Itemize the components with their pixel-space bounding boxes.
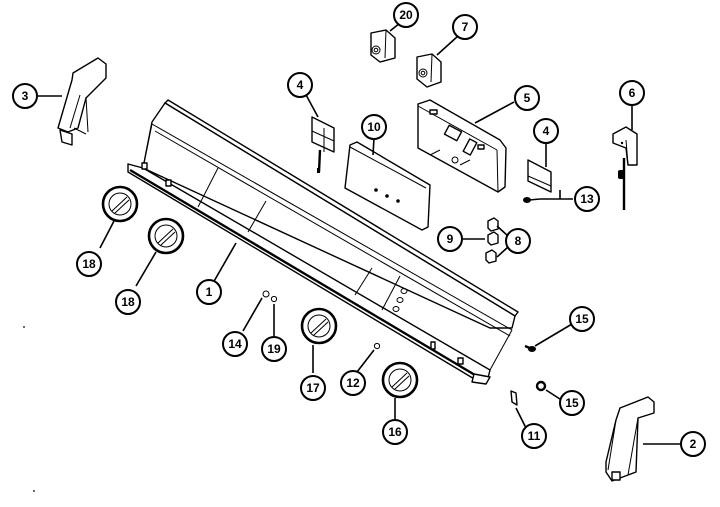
cubes-8-9-part	[485, 217, 499, 264]
speck	[33, 490, 35, 492]
knob-16-part	[381, 361, 419, 399]
callout-2: 2	[680, 431, 706, 457]
callout-6: 6	[619, 80, 645, 106]
callout-20: 20	[393, 2, 419, 28]
bracket-4-right-part	[527, 159, 552, 193]
callout-5: 5	[514, 85, 540, 111]
callout-12: 12	[340, 370, 366, 396]
callout-14: 14	[222, 331, 248, 357]
callout-18-lower: 18	[115, 289, 141, 315]
switch-20-part	[370, 29, 396, 63]
control-module-part	[417, 99, 507, 193]
callout-label: 16	[388, 425, 402, 439]
callout-label: 18	[82, 257, 96, 271]
callout-7: 7	[452, 14, 478, 40]
small-part-19	[270, 295, 278, 303]
screw-15-upper-part	[524, 344, 536, 352]
callout-15-lower: 15	[559, 390, 585, 416]
callout-label: 13	[580, 192, 594, 206]
callout-3: 3	[12, 83, 38, 109]
left-end-cap-part	[57, 57, 107, 146]
callout-label: 9	[447, 232, 454, 246]
callout-16: 16	[382, 419, 408, 445]
bracket-6-part	[612, 126, 638, 210]
callout-label: 20	[399, 8, 413, 22]
speck	[23, 326, 25, 328]
knob-18-upper-part	[101, 185, 139, 223]
small-part-14	[262, 290, 270, 298]
callout-10: 10	[361, 114, 387, 140]
callout-4-right: 4	[533, 118, 559, 144]
callout-label: 4	[297, 78, 304, 92]
callout-19: 19	[261, 336, 287, 362]
callout-label: 17	[306, 381, 320, 395]
knob-17-part	[300, 307, 338, 345]
callout-label: 12	[346, 376, 360, 390]
callout-label: 3	[22, 89, 29, 103]
callout-15-upper: 15	[569, 306, 595, 332]
callout-1: 1	[196, 279, 222, 305]
right-end-cap-part	[605, 396, 655, 482]
callout-13: 13	[574, 186, 600, 212]
small-part-12	[373, 342, 381, 350]
knob-18-lower-part	[147, 217, 185, 255]
control-panel-part	[127, 99, 519, 385]
callout-label: 15	[565, 396, 579, 410]
bracket-4-left-part	[311, 116, 335, 173]
callout-8: 8	[505, 228, 531, 254]
switch-7-part	[416, 53, 442, 88]
leader-lines	[38, 22, 682, 445]
callout-18-upper: 18	[76, 251, 102, 277]
callout-11: 11	[521, 423, 547, 449]
screw-13-part	[523, 197, 541, 203]
lens-panel-part	[344, 141, 431, 231]
callout-4-left: 4	[287, 72, 313, 98]
clip-11-part	[510, 390, 518, 406]
screw-15-lower-part	[535, 380, 547, 392]
callout-label: 8	[515, 234, 522, 248]
callout-label: 2	[690, 437, 697, 451]
callout-label: 19	[267, 342, 281, 356]
callout-label: 10	[367, 120, 381, 134]
callout-label: 14	[228, 337, 242, 351]
callout-label: 6	[629, 86, 636, 100]
callout-label: 15	[575, 312, 589, 326]
callout-label: 18	[121, 295, 135, 309]
callout-9: 9	[437, 226, 463, 252]
callout-label: 1	[206, 285, 213, 299]
callout-label: 5	[524, 91, 531, 105]
callout-label: 11	[528, 429, 541, 443]
callout-label: 4	[543, 124, 550, 138]
callout-label: 7	[462, 20, 469, 34]
callout-17: 17	[300, 375, 326, 401]
